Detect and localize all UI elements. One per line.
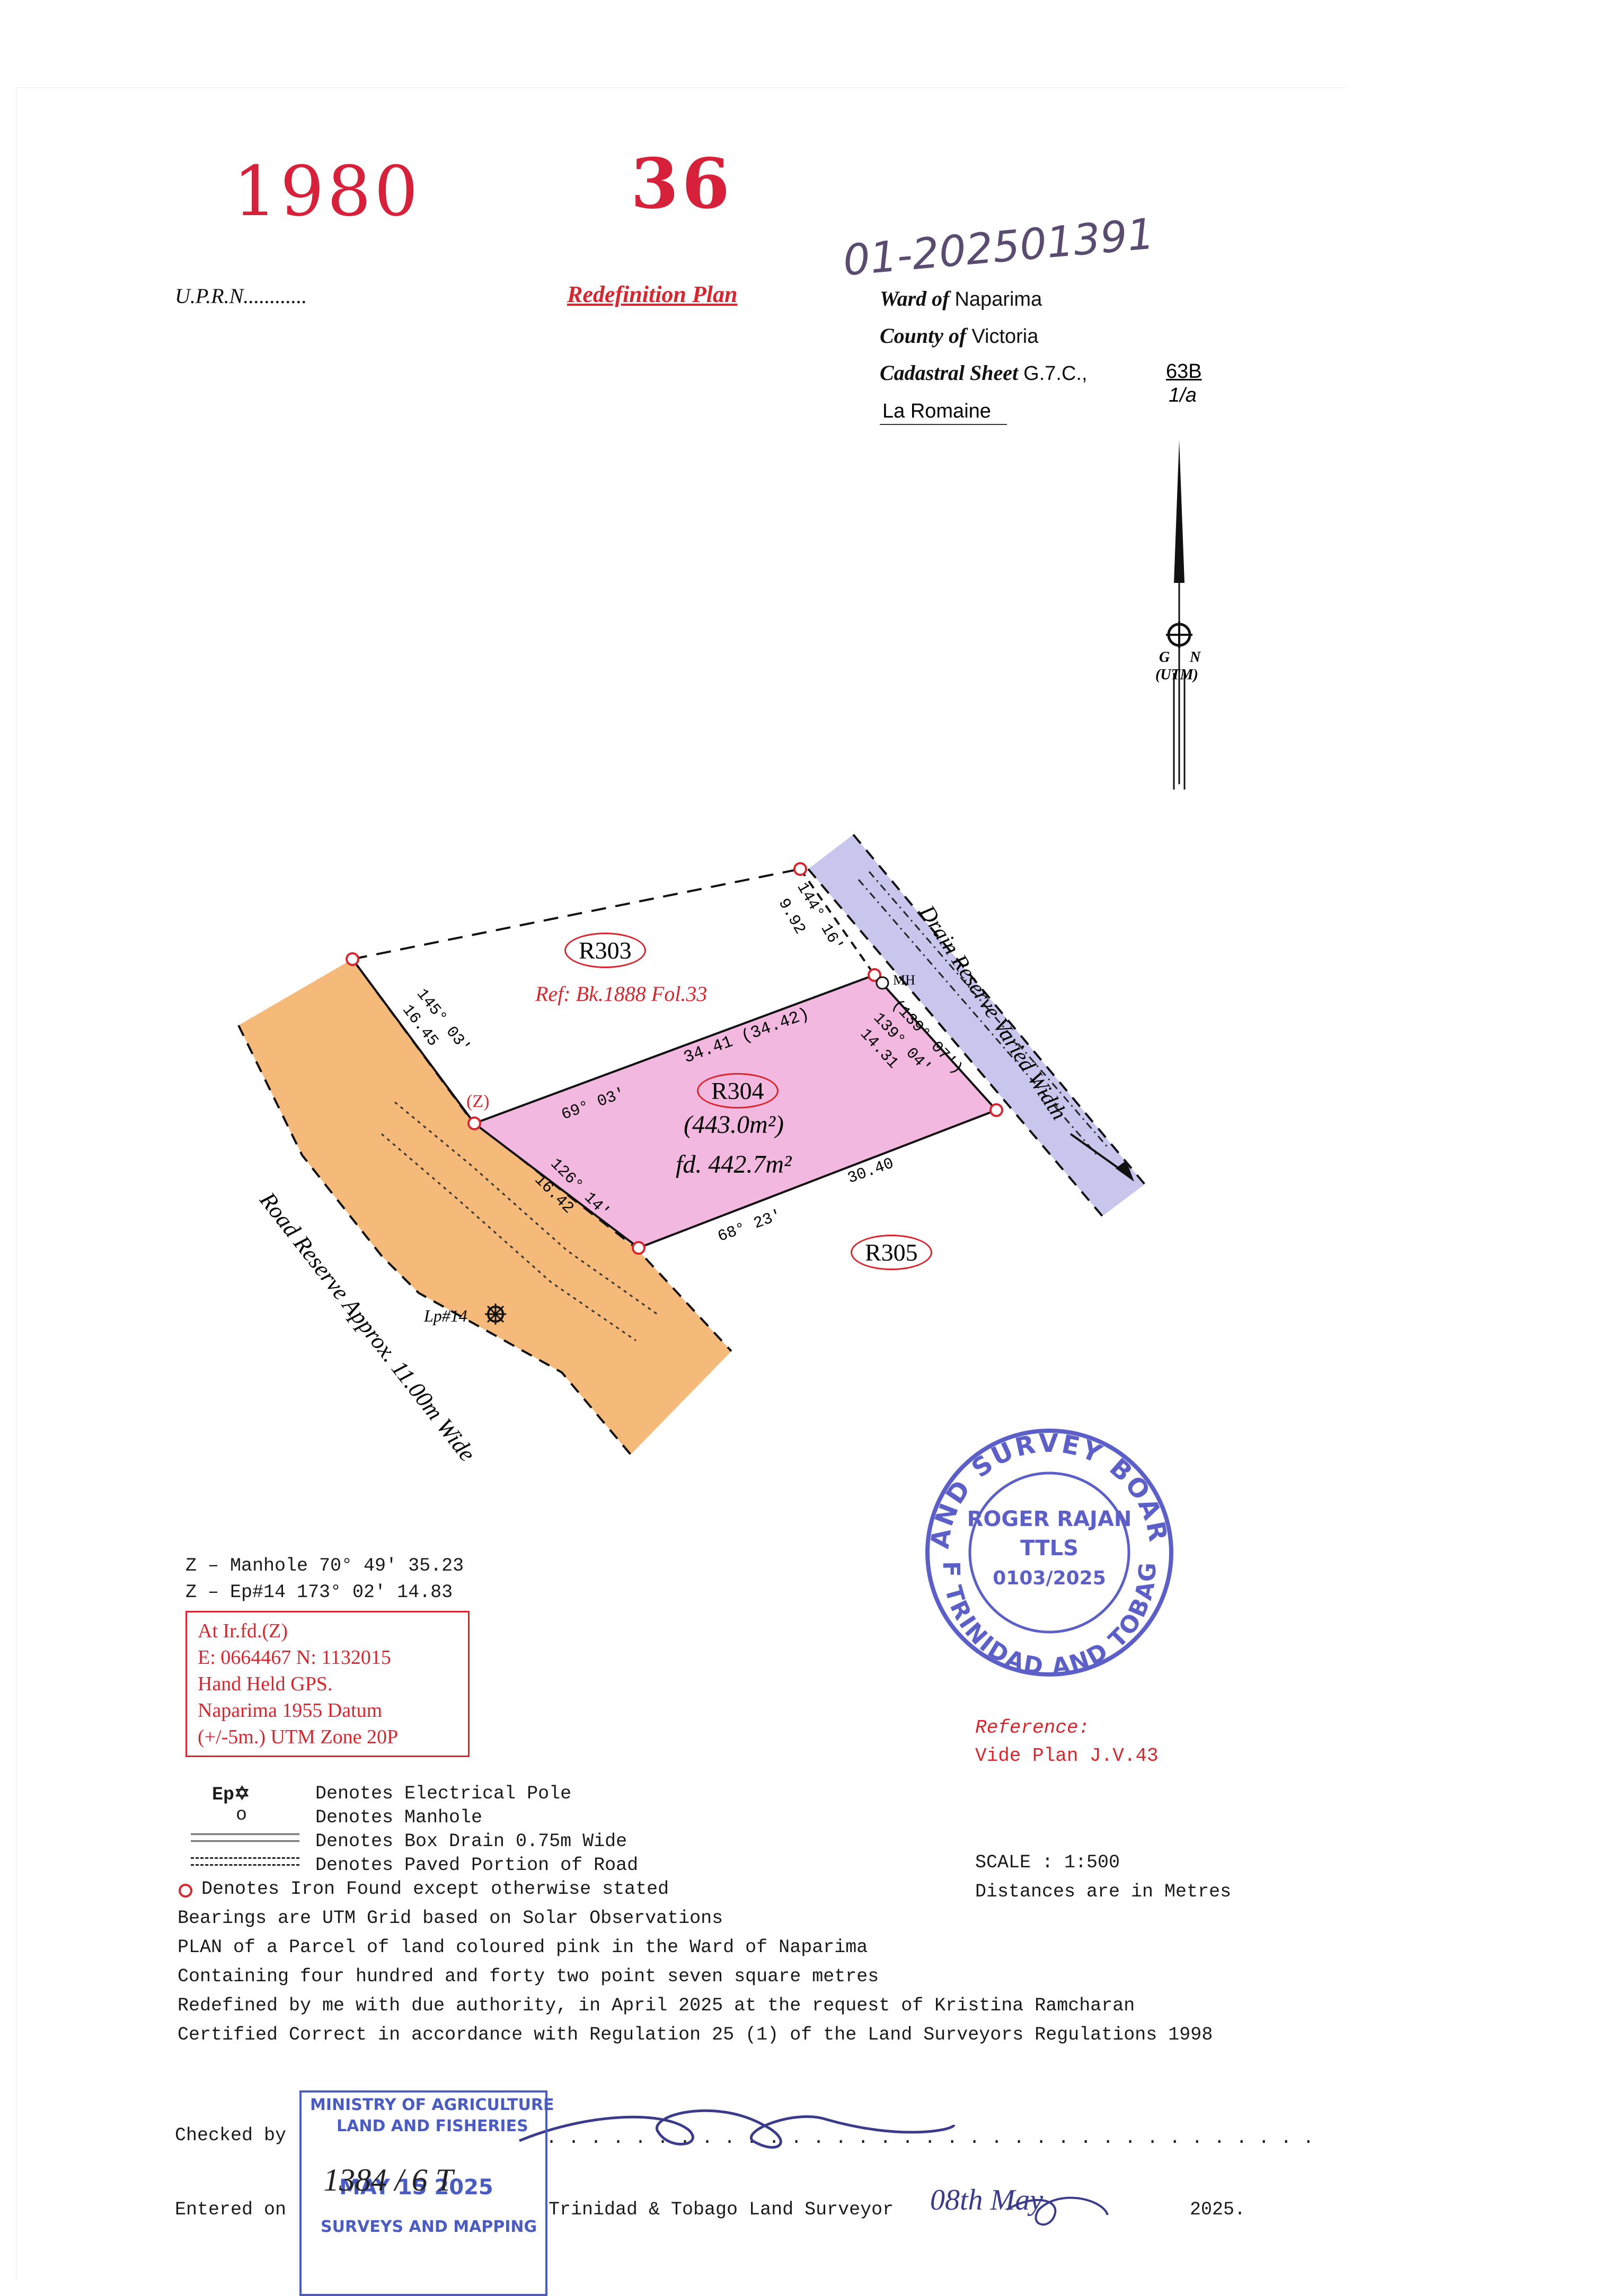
gps-line-3: Hand Held GPS. — [198, 1673, 333, 1695]
ward-row: Ward of Naparima — [880, 287, 1042, 311]
svg-text:ROGER RAJAN: ROGER RAJAN — [967, 1507, 1132, 1531]
certificate-line-3: Containing four hundred and forty two po… — [178, 1966, 879, 1987]
cadastral-row: Cadastral Sheet G.7.C., — [880, 361, 1088, 385]
r304-area: (443.0m²) — [684, 1111, 784, 1139]
z-point-label: (Z) — [466, 1092, 490, 1111]
parcel-r305-label: R305 — [851, 1235, 932, 1270]
r304-found-area: fd. 442.7m² — [676, 1150, 792, 1178]
uprn-label: U.P.R.N............ — [175, 284, 307, 308]
certificate-line-2: PLAN of a Parcel of land coloured pink i… — [178, 1937, 868, 1958]
svg-text:TTLS: TTLS — [1020, 1536, 1078, 1561]
certificate-line-5: Certified Correct in accordance with Reg… — [178, 2024, 1213, 2045]
cadastral-denominator: 1/a — [1169, 384, 1197, 406]
road-reserve — [238, 959, 731, 1455]
north-utm-label: (UTM) — [1155, 667, 1198, 683]
checked-by-dots: . . . . . . . . . . . . . . . . . . . . … — [546, 2127, 1314, 2149]
reference-value: Vide Plan J.V.43 — [975, 1745, 1159, 1767]
ministry-stamp-date: MAY 15 2025 — [339, 2175, 493, 2200]
checked-by-label: Checked by — [175, 2125, 287, 2146]
ministry-handwritten-number: 1384 / 6 T — [323, 2162, 454, 2197]
ministry-stamp-line-2: LAND AND FISHERIES — [337, 2117, 528, 2135]
cadastral-numerator: 63B — [1166, 360, 1202, 383]
legend-paved-text: Denotes Paved Portion of Road — [315, 1855, 639, 1876]
legend-mh-symbol: o — [236, 1804, 247, 1825]
ministry-stamp-line-3: SURVEYS AND MAPPING — [321, 2218, 537, 2236]
legend-ep-text: Denotes Electrical Pole — [315, 1783, 572, 1804]
plan-title: Redefinition Plan — [567, 281, 738, 307]
stamp-number-right: 36 — [631, 143, 733, 224]
north-n-label: N — [1190, 649, 1201, 666]
entered-on-label: Entered on — [175, 2199, 287, 2220]
north-arrow-icon — [1166, 440, 1192, 790]
legend-drain-text: Denotes Box Drain 0.75m Wide — [315, 1831, 627, 1852]
tie-manhole: Z – Manhole 70° 49' 35.23 — [185, 1555, 464, 1576]
r303-reference: Ref: Bk.1888 Fol.33 — [535, 982, 708, 1006]
locality-underline — [880, 424, 1007, 425]
signed-year: 2025. — [1190, 2199, 1246, 2220]
tt-land-surveyor-label: Trinidad & Tobago Land Surveyor — [549, 2199, 894, 2220]
parcel-r303-label: R303 — [564, 933, 646, 968]
signed-date: 08th May — [930, 2184, 1044, 2217]
locality: La Romaine — [882, 400, 991, 422]
svg-text:OF TRINIDAD AND TOBAGO: OF TRINIDAD AND TOBAGO — [0, 0, 1160, 1681]
reference-title: Reference: — [975, 1717, 1090, 1739]
manhole-icon — [876, 976, 889, 990]
ministry-stamp-line-1: MINISTRY OF AGRICULTURE — [310, 2096, 554, 2114]
parcel-r304-label: R304 — [697, 1073, 779, 1109]
tie-ep14: Z – Ep#14 173° 02' 14.83 — [185, 1582, 453, 1603]
stamp-number-left: 1980 — [233, 151, 421, 232]
drain-reserve — [808, 835, 1145, 1216]
gps-line-2: E: 0664467 N: 1132015 — [198, 1646, 391, 1669]
manhole-label: MH — [893, 972, 915, 988]
legend-iron-found-icon — [179, 1884, 192, 1898]
lamp-pole-label: Lp#14 — [424, 1306, 467, 1325]
electrical-pole-icon — [485, 1304, 506, 1325]
legend-drain-symbol — [191, 1833, 299, 1842]
svg-text:0103/2025: 0103/2025 — [993, 1567, 1106, 1589]
legend-mh-text: Denotes Manhole — [315, 1807, 483, 1828]
scale-text: SCALE : 1:500 — [975, 1852, 1120, 1873]
legend-paved-symbol — [191, 1857, 299, 1866]
certificate-line-4: Redefined by me with due authority, in A… — [178, 1995, 1135, 2016]
gps-line-5: (+/-5m.) UTM Zone 20P — [198, 1726, 399, 1748]
units-text: Distances are in Metres — [975, 1881, 1232, 1902]
county-row: County of Victoria — [880, 324, 1039, 348]
certificate-line-1: Bearings are UTM Grid based on Solar Obs… — [178, 1908, 723, 1929]
gps-coordinates-box: At Ir.fd.(Z) E: 0664467 N: 1132015 Hand … — [185, 1611, 470, 1757]
iron-found-icon — [346, 862, 1003, 1255]
land-survey-board-seal: LAND SURVEY BOARD OF TRINIDAD AND TOBAGO… — [0, 0, 1173, 1681]
legend-ep-symbol: Ep✡ — [212, 1784, 250, 1805]
legend-iron-text: Denotes Iron Found except otherwise stat… — [201, 1878, 669, 1900]
gps-line-1: At Ir.fd.(Z) — [198, 1620, 288, 1642]
gps-line-4: Naparima 1955 Datum — [198, 1699, 383, 1722]
north-g-label: G — [1159, 649, 1170, 666]
